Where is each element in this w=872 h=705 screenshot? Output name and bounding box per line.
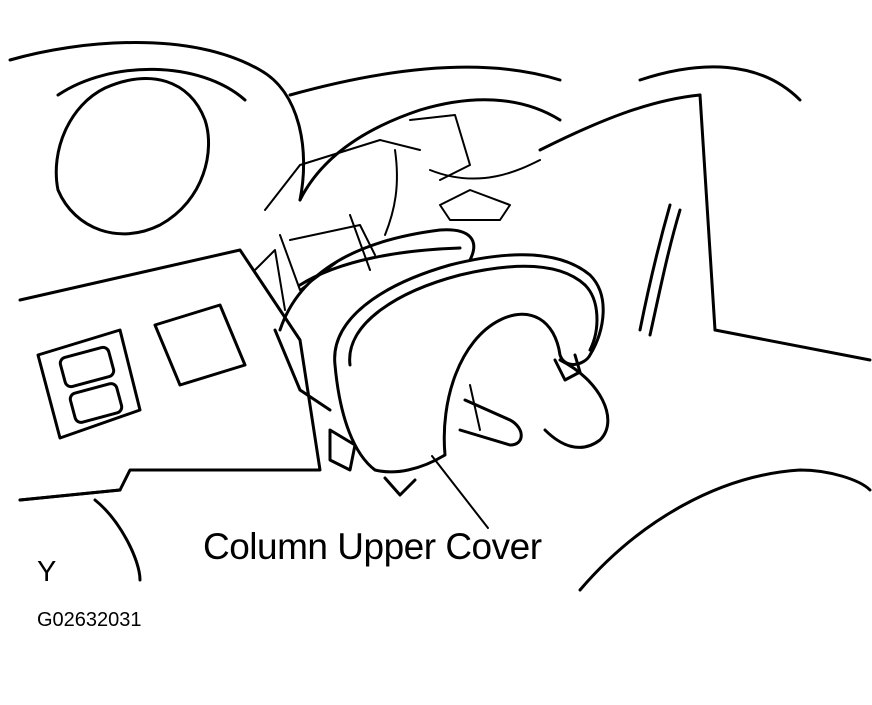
callout-label: Column Upper Cover [203, 526, 542, 567]
callout-leader-line [431, 455, 489, 529]
dashboard-upper [288, 65, 872, 362]
lower-console-curve [578, 468, 872, 592]
column-lower-cover [273, 228, 610, 449]
wiring-harness [638, 203, 682, 337]
figure-id: G02632031 [37, 609, 142, 631]
lower-dash-panel [18, 248, 322, 582]
steering-shaft [328, 353, 582, 497]
gauge-outline [8, 41, 306, 236]
column-upper-cover [298, 246, 605, 474]
view-letter: Y [37, 556, 57, 588]
